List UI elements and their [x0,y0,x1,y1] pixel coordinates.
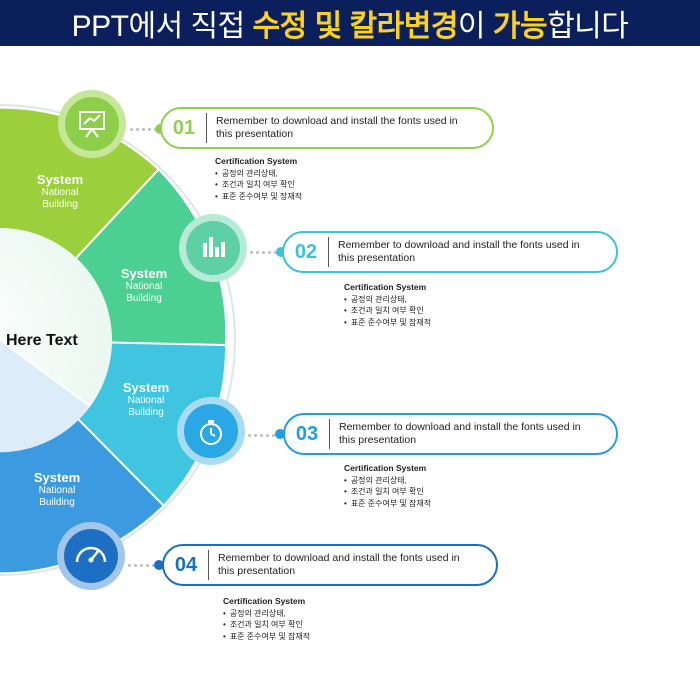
connector-dot-04 [154,560,164,570]
item-number: 02 [294,240,318,263]
cert-bullet: 조건과 일치 여부 확인 [344,486,431,498]
cert-block-04: Certification System 공정의 관리상태, 조건과 일치 여부… [223,596,310,642]
connector-02 [250,250,277,254]
cert-bullet: 조건과 일치 여부 확인 [344,305,431,317]
segment-title: System [33,470,81,485]
segment-label-3: System National Building [108,380,184,419]
cert-block-02: Certification System 공정의 관리상태, 조건과 일치 여부… [344,282,431,328]
item-text: Remember to download and install the fon… [338,239,580,264]
segment-subtitle: Building [39,497,75,508]
segment-title: System [122,380,170,395]
speedometer-icon [75,546,107,563]
segment-subtitle: National [38,485,76,496]
center-divider [0,339,91,407]
item-card-03: 03 Remember to download and install the … [283,413,618,455]
connector-04 [128,563,155,567]
stopwatch-icon [200,420,222,445]
cert-block-03: Certification System 공정의 관리상태, 조건과 일치 여부… [344,463,431,509]
item-number: 01 [172,116,196,139]
segment-title: System [36,172,84,187]
item-separator [208,550,209,580]
cert-bullet: 표준 준수여부 및 잠재적 [223,631,310,643]
cert-bullet: 조건과 일치 여부 확인 [223,619,310,631]
segment-label-2: System National Building [106,266,182,305]
connector-01 [130,127,157,131]
center-label: Here Text [6,332,78,349]
banner-text-3: 합니다 [547,10,629,43]
connector-dot-02 [276,247,286,257]
item-number: 04 [174,553,198,576]
connector-03 [248,433,275,437]
badge-04 [57,522,125,590]
item-separator [329,419,330,449]
segment-subtitle: Building [126,293,162,304]
badge-03 [177,397,245,465]
item-card-01: 01 Remember to download and install the … [160,107,494,149]
segment-label-1: System National Building [22,172,98,211]
bar-chart-icon [203,237,225,257]
title-banner: PPT에서 직접 수정 및 칼라변경이 가능합니다 [0,0,700,46]
segment-subtitle: National [125,281,163,292]
cert-list: 공정의 관리상태, 조건과 일치 여부 확인 표준 준수여부 및 잠재적 [344,475,431,510]
item-card-02: 02 Remember to download and install the … [282,231,618,273]
banner-highlight-1: 수정 및 칼라변경 [252,10,459,43]
cert-list: 공정의 관리상태, 조건과 일치 여부 확인 표준 준수여부 및 장재적 [215,168,302,203]
item-number: 03 [295,422,319,445]
item-text: Remember to download and install the fon… [216,115,458,140]
banner-title: PPT에서 직접 수정 및 칼라변경이 가능합니다 [72,1,629,45]
segment-subtitle: National [41,187,79,198]
outer-ring [0,104,236,576]
item-text: Remember to download and install the fon… [218,552,460,577]
cert-title: Certification System [223,596,306,606]
cert-bullet: 표준 준수여부 및 잠재적 [344,498,431,510]
item-separator [328,237,329,267]
cert-bullet: 공정의 관리상태, [344,294,431,306]
cert-bullet: 공정의 관리상태, [344,475,431,487]
cert-title: Certification System [215,156,298,166]
connector-dot-03 [275,429,285,439]
segment-subtitle: National [127,395,165,406]
badge-02 [179,214,247,282]
cert-list: 공정의 관리상태, 조건과 일치 여부 확인 표준 준수여부 및 잠재적 [344,294,431,329]
banner-text-1: PPT에서 직접 [71,10,253,43]
cert-list: 공정의 관리상태, 조건과 일치 여부 확인 표준 준수여부 및 잠재적 [223,608,310,643]
cert-bullet: 조건과 일치 여부 확인 [215,179,302,191]
banner-highlight-2: 가능 [492,10,548,43]
cert-block-01: Certification System 공정의 관리상태, 조건과 일치 여부… [215,156,302,202]
cert-bullet: 공정의 관리상태, [223,608,310,620]
segment-title: System [120,266,168,281]
cert-title: Certification System [344,463,427,473]
segment-label-4: System National Building [19,470,95,509]
item-separator [206,113,207,143]
badge-01 [58,90,126,158]
cert-bullet: 표준 준수여부 및 잠재적 [344,317,431,329]
segment-subtitle: Building [42,199,78,210]
center-disk-shade [0,340,90,453]
cert-bullet: 표준 준수여부 및 장재적 [215,191,302,203]
item-text: Remember to download and install the fon… [339,421,581,446]
segment-subtitle: Building [128,407,164,418]
banner-text-2: 이 [457,10,493,43]
cert-title: Certification System [344,282,427,292]
cert-bullet: 공정의 관리상태, [215,168,302,180]
item-card-04: 04 Remember to download and install the … [162,544,498,586]
